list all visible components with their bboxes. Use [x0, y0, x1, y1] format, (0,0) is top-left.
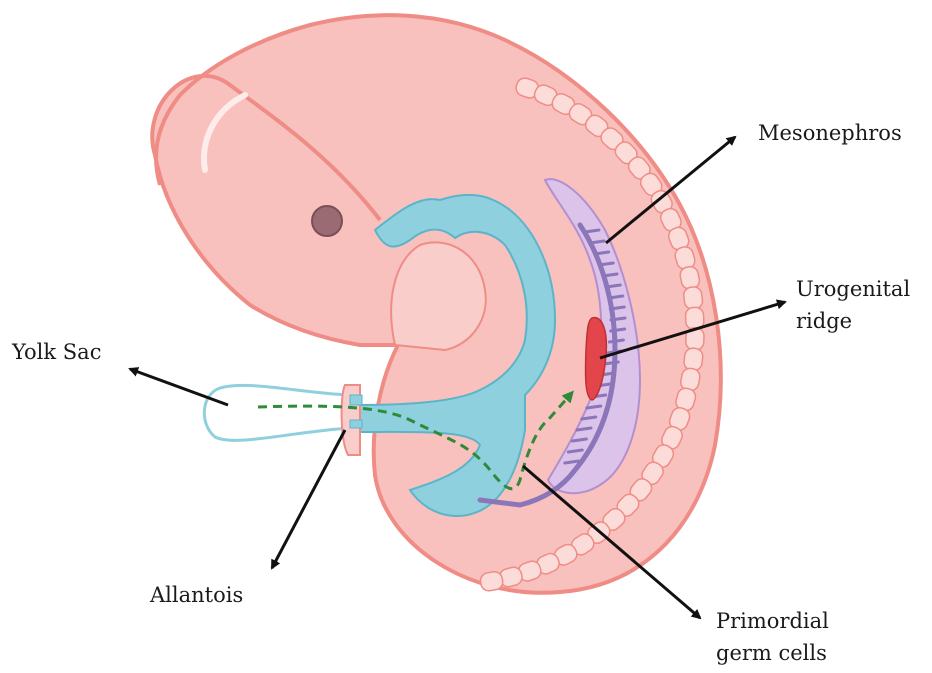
- arrow-allantois: [272, 430, 345, 568]
- heart: [391, 242, 486, 350]
- tubule: [568, 450, 582, 452]
- label-pgc-line1: Primordial: [716, 605, 829, 637]
- yolk-lumen: [350, 395, 362, 405]
- label-allantois-text: Allantois: [150, 583, 243, 607]
- tubule: [565, 461, 579, 463]
- label-allantois: Allantois: [150, 579, 243, 611]
- label-yolk-sac: Yolk Sac: [12, 336, 101, 368]
- label-mesonephros-text: Mesonephros: [758, 121, 902, 145]
- tubule: [572, 439, 586, 441]
- eye: [312, 206, 342, 236]
- somite: [683, 286, 704, 310]
- label-yolk-sac-text: Yolk Sac: [12, 340, 101, 364]
- tubule: [577, 428, 591, 430]
- label-mesonephros: Mesonephros: [758, 117, 902, 149]
- allantois-lumen: [350, 420, 362, 428]
- label-pgc-line2: germ cells: [716, 637, 829, 669]
- label-primordial-germ-cells: Primordial germ cells: [716, 605, 829, 669]
- label-urogenital-line2: ridge: [796, 305, 910, 337]
- yolk-sac: [204, 385, 350, 440]
- tubule: [587, 406, 601, 408]
- tubule: [582, 417, 596, 419]
- label-urogenital-ridge: Urogenital ridge: [796, 273, 910, 337]
- label-urogenital-line1: Urogenital: [796, 273, 910, 305]
- somite: [683, 347, 703, 371]
- arrow-yolk-sac: [130, 369, 228, 405]
